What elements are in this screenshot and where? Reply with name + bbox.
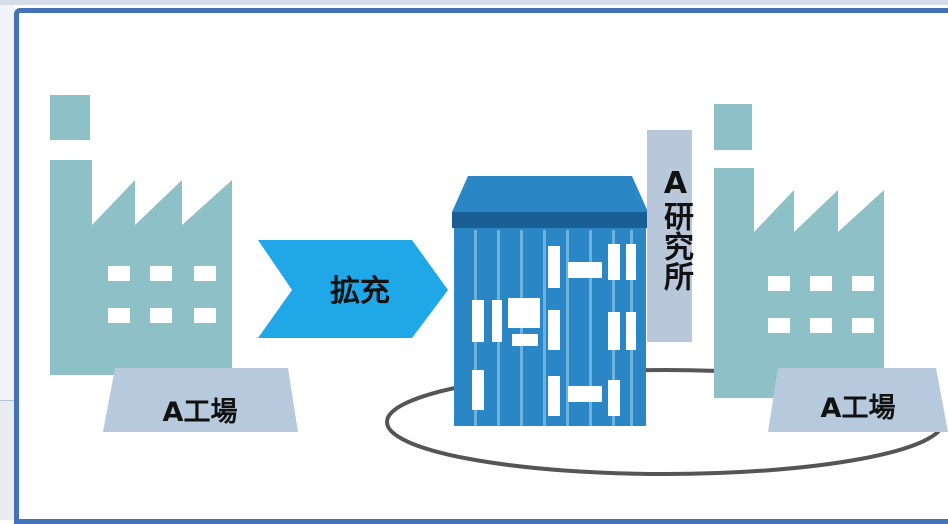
plant-left-label: A工場 xyxy=(162,397,238,428)
research-lab-label: A研究所 xyxy=(658,165,693,291)
plant-right-plate xyxy=(768,368,948,432)
left-side-strip-lower xyxy=(0,400,14,520)
left-side-divider xyxy=(0,400,14,401)
plant-right-label: A工場 xyxy=(820,393,896,424)
expand-arrow-icon xyxy=(258,240,448,338)
expansion-label: 拡充 xyxy=(330,274,390,309)
factory-right-windows xyxy=(768,276,874,333)
factory-right-icon xyxy=(714,104,884,398)
top-band xyxy=(0,0,948,5)
research-building-icon xyxy=(452,176,648,426)
plant-left-plate xyxy=(103,368,298,432)
factory-left-icon xyxy=(50,95,232,375)
left-side-strip xyxy=(0,5,14,400)
factory-left-windows xyxy=(108,266,216,323)
lab-label-bar xyxy=(647,130,692,342)
